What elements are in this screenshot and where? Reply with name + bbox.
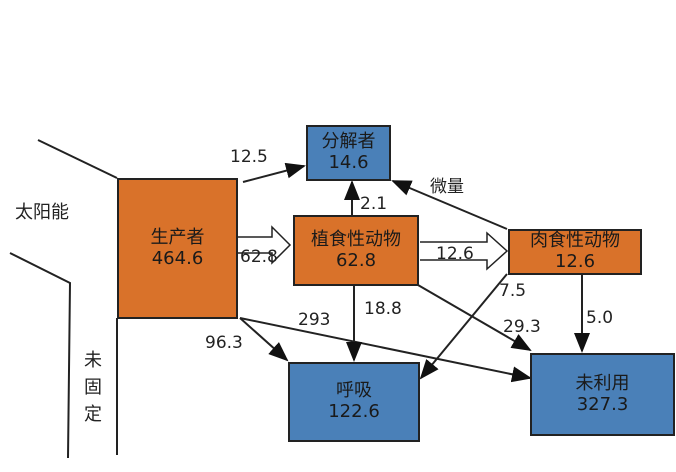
node-value: 122.6 <box>328 401 380 422</box>
node-name: 植食性动物 <box>311 228 401 250</box>
node-value: 327.3 <box>576 393 629 415</box>
flow-label: 18.8 <box>364 299 402 319</box>
flow-label: 12.6 <box>436 244 474 264</box>
arrow-carnivore-respiration <box>419 273 508 380</box>
sun-label: 太阳能 <box>15 202 69 223</box>
arrow-producer-decomposer <box>242 162 306 183</box>
flow-label: 微量 <box>430 177 464 197</box>
node-carnivore: 肉食性动物 12.6 <box>508 229 642 275</box>
flow-label: 62.8 <box>240 247 278 267</box>
arrow-herbivore-unused <box>417 284 532 352</box>
arrow-producer-respiration <box>239 317 289 362</box>
node-value: 14.6 <box>328 152 369 173</box>
flow-label: 12.5 <box>230 147 268 167</box>
flow-label: 7.5 <box>499 281 527 301</box>
node-name: 生产者 <box>150 226 205 248</box>
arrow-producer-unused <box>239 317 532 383</box>
flow-label: 5.0 <box>586 308 614 328</box>
hollow-arrow-herbivore-carnivore <box>420 231 509 271</box>
node-name: 分解者 <box>321 131 376 153</box>
node-unused: 未利用 327.3 <box>530 353 675 436</box>
flow-label: 96.3 <box>205 333 243 353</box>
node-name: 肉食性动物 <box>530 230 620 252</box>
flow-label: 2.1 <box>360 194 388 214</box>
node-decomposer: 分解者 14.6 <box>306 125 391 181</box>
node-value: 12.6 <box>554 251 596 272</box>
node-respiration: 呼吸 122.6 <box>288 362 420 442</box>
node-value: 464.6 <box>151 247 204 269</box>
sunlight-line-top <box>37 139 118 179</box>
node-value: 62.8 <box>335 249 377 271</box>
node-name: 呼吸 <box>336 380 372 402</box>
node-name: 未利用 <box>575 372 630 394</box>
node-producer: 生产者 464.6 <box>117 178 238 319</box>
flow-label: 29.3 <box>503 317 541 337</box>
node-herbivore: 植食性动物 62.8 <box>293 215 419 286</box>
hollow-arrow-producer-herbivore <box>238 225 292 265</box>
arrow-carnivore-decomposer <box>391 180 508 230</box>
unfixed-label: 未固定 <box>84 350 102 425</box>
flow-label: 293 <box>298 310 331 330</box>
sunlight-line-bottom <box>9 252 72 459</box>
